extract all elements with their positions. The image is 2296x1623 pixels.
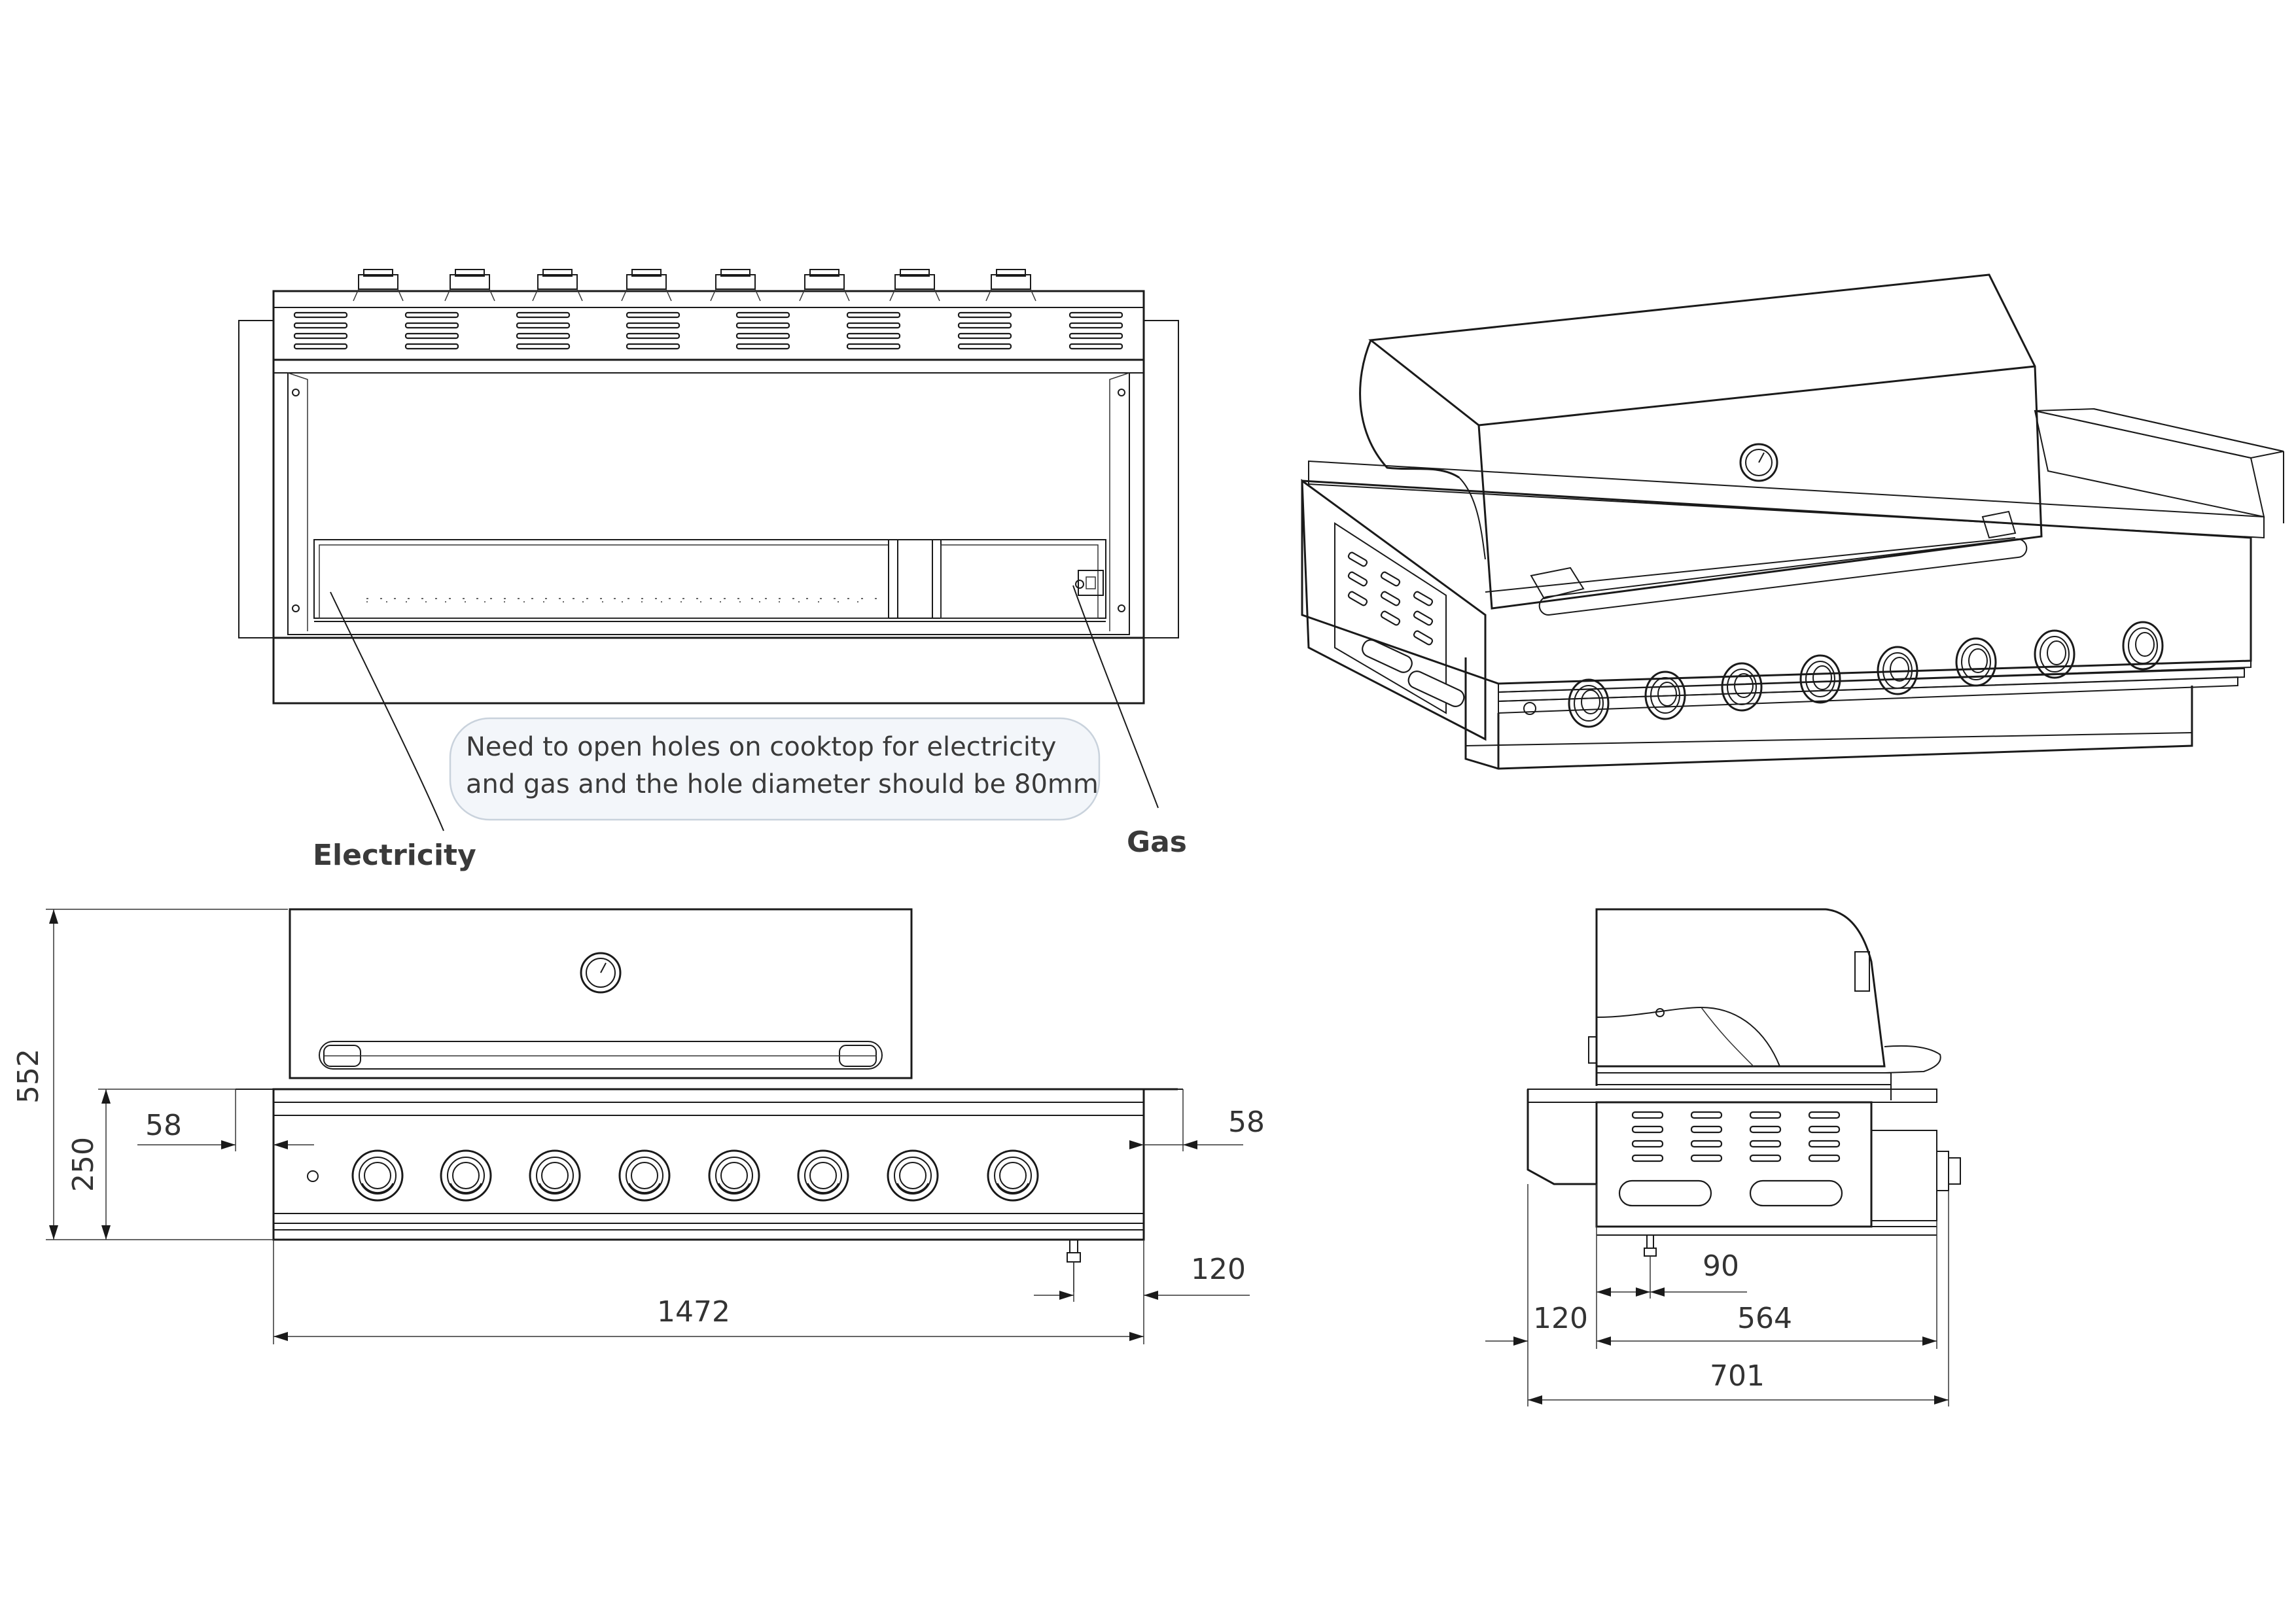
dim-side-total-depth: 701 [1710, 1359, 1765, 1393]
dim-front-right-offset: 58 [1228, 1106, 1265, 1139]
dimension-lines [46, 909, 1949, 1406]
side-view [1527, 908, 1961, 1257]
dimension-arrows [49, 909, 1949, 1405]
front-view [236, 908, 1183, 1292]
dim-front-left-offset: 58 [145, 1109, 182, 1142]
perspective-view [1301, 273, 2284, 770]
dim-front-gas-offset: 120 [1191, 1253, 1246, 1286]
note-line-2: and gas and the hole diameter should be … [466, 769, 1099, 799]
top-view: Need to open holes on cooktop for electr… [238, 269, 1187, 872]
dim-side-left-offset: 120 [1533, 1302, 1588, 1335]
dim-front-total-height: 552 [12, 1049, 45, 1104]
electricity-label: Electricity [313, 839, 476, 872]
front-knobs [351, 1149, 1039, 1202]
dim-front-width: 1472 [657, 1295, 730, 1329]
electricity-leader-line [330, 591, 444, 831]
dim-side-gas-offset: 90 [1703, 1249, 1739, 1283]
dim-front-body-height: 250 [67, 1137, 100, 1192]
vent-slots [293, 311, 1123, 350]
top-knobs [353, 269, 1036, 302]
note-box [449, 717, 1101, 821]
gas-label: Gas [1127, 826, 1187, 859]
note-line-1: Need to open holes on cooktop for electr… [466, 732, 1056, 762]
dim-side-depth: 564 [1737, 1302, 1792, 1335]
gas-leader-line [1072, 585, 1159, 809]
